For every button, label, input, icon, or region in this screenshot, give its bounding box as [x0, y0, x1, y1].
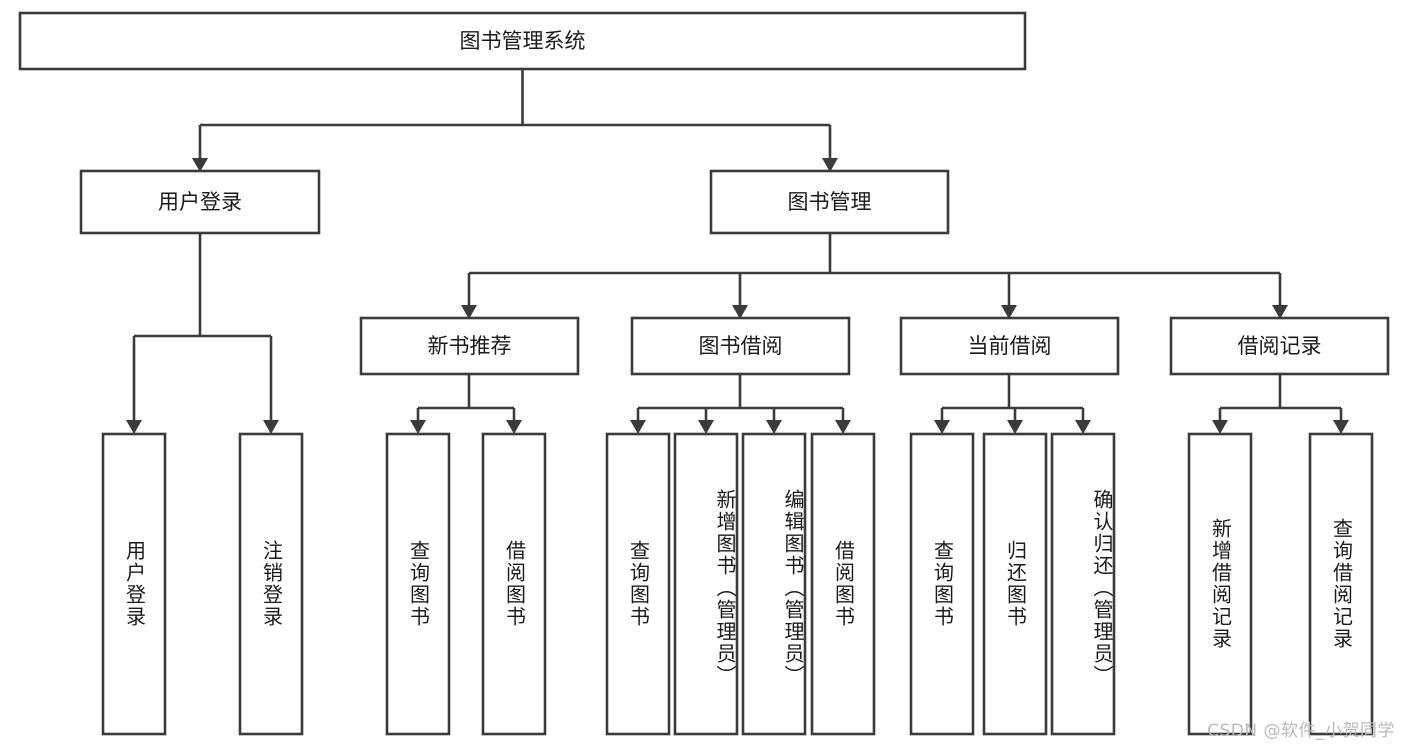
arrowhead-leaf-add-record [1212, 420, 1228, 434]
connector-group-book-manage-to-level3 [461, 233, 1288, 319]
leaf-box-add-book[interactable] [673, 432, 739, 736]
leaf-box-edit-book[interactable] [741, 432, 807, 736]
node-book-manage[interactable]: 图书管理 [709, 169, 950, 235]
node-new-book-rec-label: 新书推荐 [428, 334, 512, 358]
leaf-box-borrow-book-1[interactable] [481, 432, 547, 736]
node-user-login-label: 用户登录 [158, 190, 242, 214]
node-root[interactable]: 图书管理系统 [18, 11, 1027, 71]
arrowhead-leaf-edit-book [766, 420, 782, 434]
leaf-box-query-record[interactable] [1308, 432, 1374, 736]
arrowhead-leaf-query-book-1 [410, 420, 426, 434]
node-book-manage-box[interactable] [709, 169, 950, 235]
node-user-login[interactable]: 用户登录 [79, 169, 321, 235]
node-borrow-record-label: 借阅记录 [1238, 334, 1322, 358]
node-root-label: 图书管理系统 [460, 29, 586, 53]
arrowhead-user-login [192, 158, 208, 172]
arrowhead-leaf-query-book-3 [934, 420, 950, 434]
connector-group-user-login-to-leaves [126, 233, 279, 434]
node-user-login-box[interactable] [79, 169, 321, 235]
arrowhead-borrow-record [1272, 305, 1288, 319]
node-borrow-record[interactable]: 借阅记录 [1169, 316, 1390, 376]
node-borrow-record-box[interactable] [1169, 316, 1390, 376]
connector-group-book-borrow-to-leaves [630, 374, 851, 434]
connector-group-root-to-level2 [192, 69, 838, 172]
leaf-box-return-book[interactable] [982, 432, 1048, 736]
leaf-box-borrow-book-2[interactable] [810, 432, 876, 736]
node-book-borrow-label: 图书借阅 [699, 334, 783, 358]
arrowhead-leaf-borrow-book-2 [835, 420, 851, 434]
connector-group-new-book-rec-to-leaves [410, 374, 522, 434]
leaf-box-query-book-2[interactable] [605, 432, 671, 736]
leaf-box-query-book-3[interactable] [909, 432, 975, 736]
leaf-box-add-record[interactable] [1187, 432, 1253, 736]
node-current-borrow-box[interactable] [899, 316, 1120, 376]
node-new-book-rec[interactable]: 新书推荐 [359, 316, 580, 376]
arrowhead-leaf-confirm-return [1075, 420, 1091, 434]
leaf-box-user-logout[interactable] [238, 432, 304, 736]
node-current-borrow[interactable]: 当前借阅 [899, 316, 1120, 376]
arrowhead-leaf-user-logout [263, 420, 279, 434]
arrowhead-leaf-add-book [698, 420, 714, 434]
leaf-box-user-login[interactable] [101, 432, 167, 736]
arrowhead-leaf-borrow-book-1 [506, 420, 522, 434]
leaf-box-confirm-return[interactable] [1050, 432, 1116, 736]
arrowhead-leaf-query-book-2 [630, 420, 646, 434]
leaf-box-query-book-1[interactable] [385, 432, 451, 736]
node-current-borrow-label: 当前借阅 [968, 334, 1052, 358]
node-book-borrow[interactable]: 图书借阅 [630, 316, 851, 376]
arrowhead-leaf-query-record [1333, 420, 1349, 434]
arrowhead-book-manage [822, 158, 838, 172]
arrowhead-book-borrow [732, 305, 748, 319]
node-book-manage-label: 图书管理 [788, 190, 872, 214]
connector-group-borrow-record-to-leaves [1212, 374, 1349, 434]
csdn-watermark: CSDN @软件_小贺同学 [1207, 721, 1395, 741]
leaf-boxes [101, 432, 1374, 736]
node-book-borrow-box[interactable] [630, 316, 851, 376]
arrowhead-leaf-user-login [126, 420, 142, 434]
node-root-box[interactable] [18, 11, 1027, 71]
arrowhead-leaf-return-book [1007, 420, 1023, 434]
connector-group-current-borrow-to-leaves [934, 374, 1091, 434]
arrowhead-new-book-rec [461, 305, 477, 319]
node-new-book-rec-box[interactable] [359, 316, 580, 376]
arrowhead-current-borrow [1001, 305, 1017, 319]
